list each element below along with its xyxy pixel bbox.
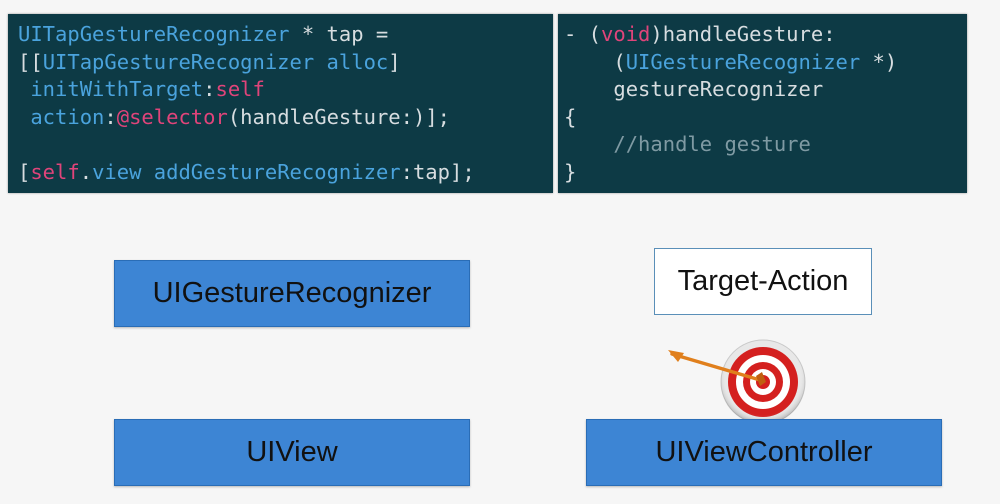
code-token: [[	[18, 49, 43, 74]
code-line: [[UITapGestureRecognizer alloc]	[18, 49, 553, 77]
code-token: UITapGestureRecognizer alloc	[42, 49, 389, 74]
target-action-label: Target-Action	[677, 265, 849, 297]
code-line: initWithTarget:self	[18, 76, 553, 104]
code-token: UIGestureRecognizer	[625, 49, 861, 74]
code-token: * tap =	[289, 22, 389, 46]
code-token: void	[601, 22, 651, 46]
code-token: self	[215, 77, 265, 101]
code-token: )handleGesture:	[650, 22, 836, 46]
code-token: :	[104, 104, 117, 129]
code-panel-left: UITapGestureRecognizer * tap =[[UITapGes…	[8, 14, 553, 193]
code-token: .	[79, 159, 93, 184]
code-line: (UIGestureRecognizer *)	[564, 49, 967, 77]
code-token: UITapGestureRecognizer	[18, 22, 290, 46]
code-token: initWithTarget	[30, 77, 204, 101]
code-token: self	[30, 159, 80, 184]
code-token: ]	[388, 49, 401, 74]
code-line: - (void)handleGesture:	[564, 21, 967, 49]
code-token: {	[564, 104, 577, 129]
view-label: UIView	[246, 436, 338, 468]
code-token: *)	[860, 49, 898, 74]
code-token: action	[30, 104, 105, 129]
code-line: {	[564, 104, 967, 132]
code-token	[18, 77, 30, 101]
view-box: UIView	[114, 419, 470, 486]
code-token: gestureRecognizer	[564, 77, 824, 101]
code-token: (	[564, 49, 626, 74]
code-line: [self.view addGestureRecognizer:tap];	[18, 159, 553, 187]
code-token: addGestureRecognizer	[153, 159, 401, 184]
code-line	[18, 131, 553, 159]
code-line: action:@selector(handleGesture:)];	[18, 104, 553, 132]
code-token	[18, 105, 30, 129]
code-line: UITapGestureRecognizer * tap =	[18, 21, 553, 49]
code-token: //handle gesture	[564, 132, 811, 156]
gesture-recognizer-box: UIGestureRecognizer	[114, 260, 470, 327]
target-with-arrow-icon	[668, 339, 806, 425]
code-token: @selector	[116, 104, 228, 129]
code-token: (handleGesture:)];	[227, 104, 451, 129]
view-controller-label: UIViewController	[655, 436, 873, 468]
code-token: view	[92, 159, 142, 184]
code-panel-right: - (void)handleGesture: (UIGestureRecogni…	[558, 14, 967, 193]
code-line: }	[564, 159, 967, 187]
code-token: }	[564, 159, 577, 184]
view-controller-box: UIViewController	[586, 419, 942, 486]
arrow-icon	[668, 350, 766, 386]
target-action-box: Target-Action	[654, 248, 872, 315]
code-token: [	[18, 159, 31, 184]
code-token: :	[203, 77, 216, 101]
code-token	[141, 160, 153, 184]
code-line: gestureRecognizer	[564, 76, 967, 104]
code-token: - (	[564, 22, 602, 46]
code-line: //handle gesture	[564, 131, 967, 159]
code-token: :tap];	[400, 159, 475, 184]
gesture-recognizer-label: UIGestureRecognizer	[152, 277, 432, 309]
